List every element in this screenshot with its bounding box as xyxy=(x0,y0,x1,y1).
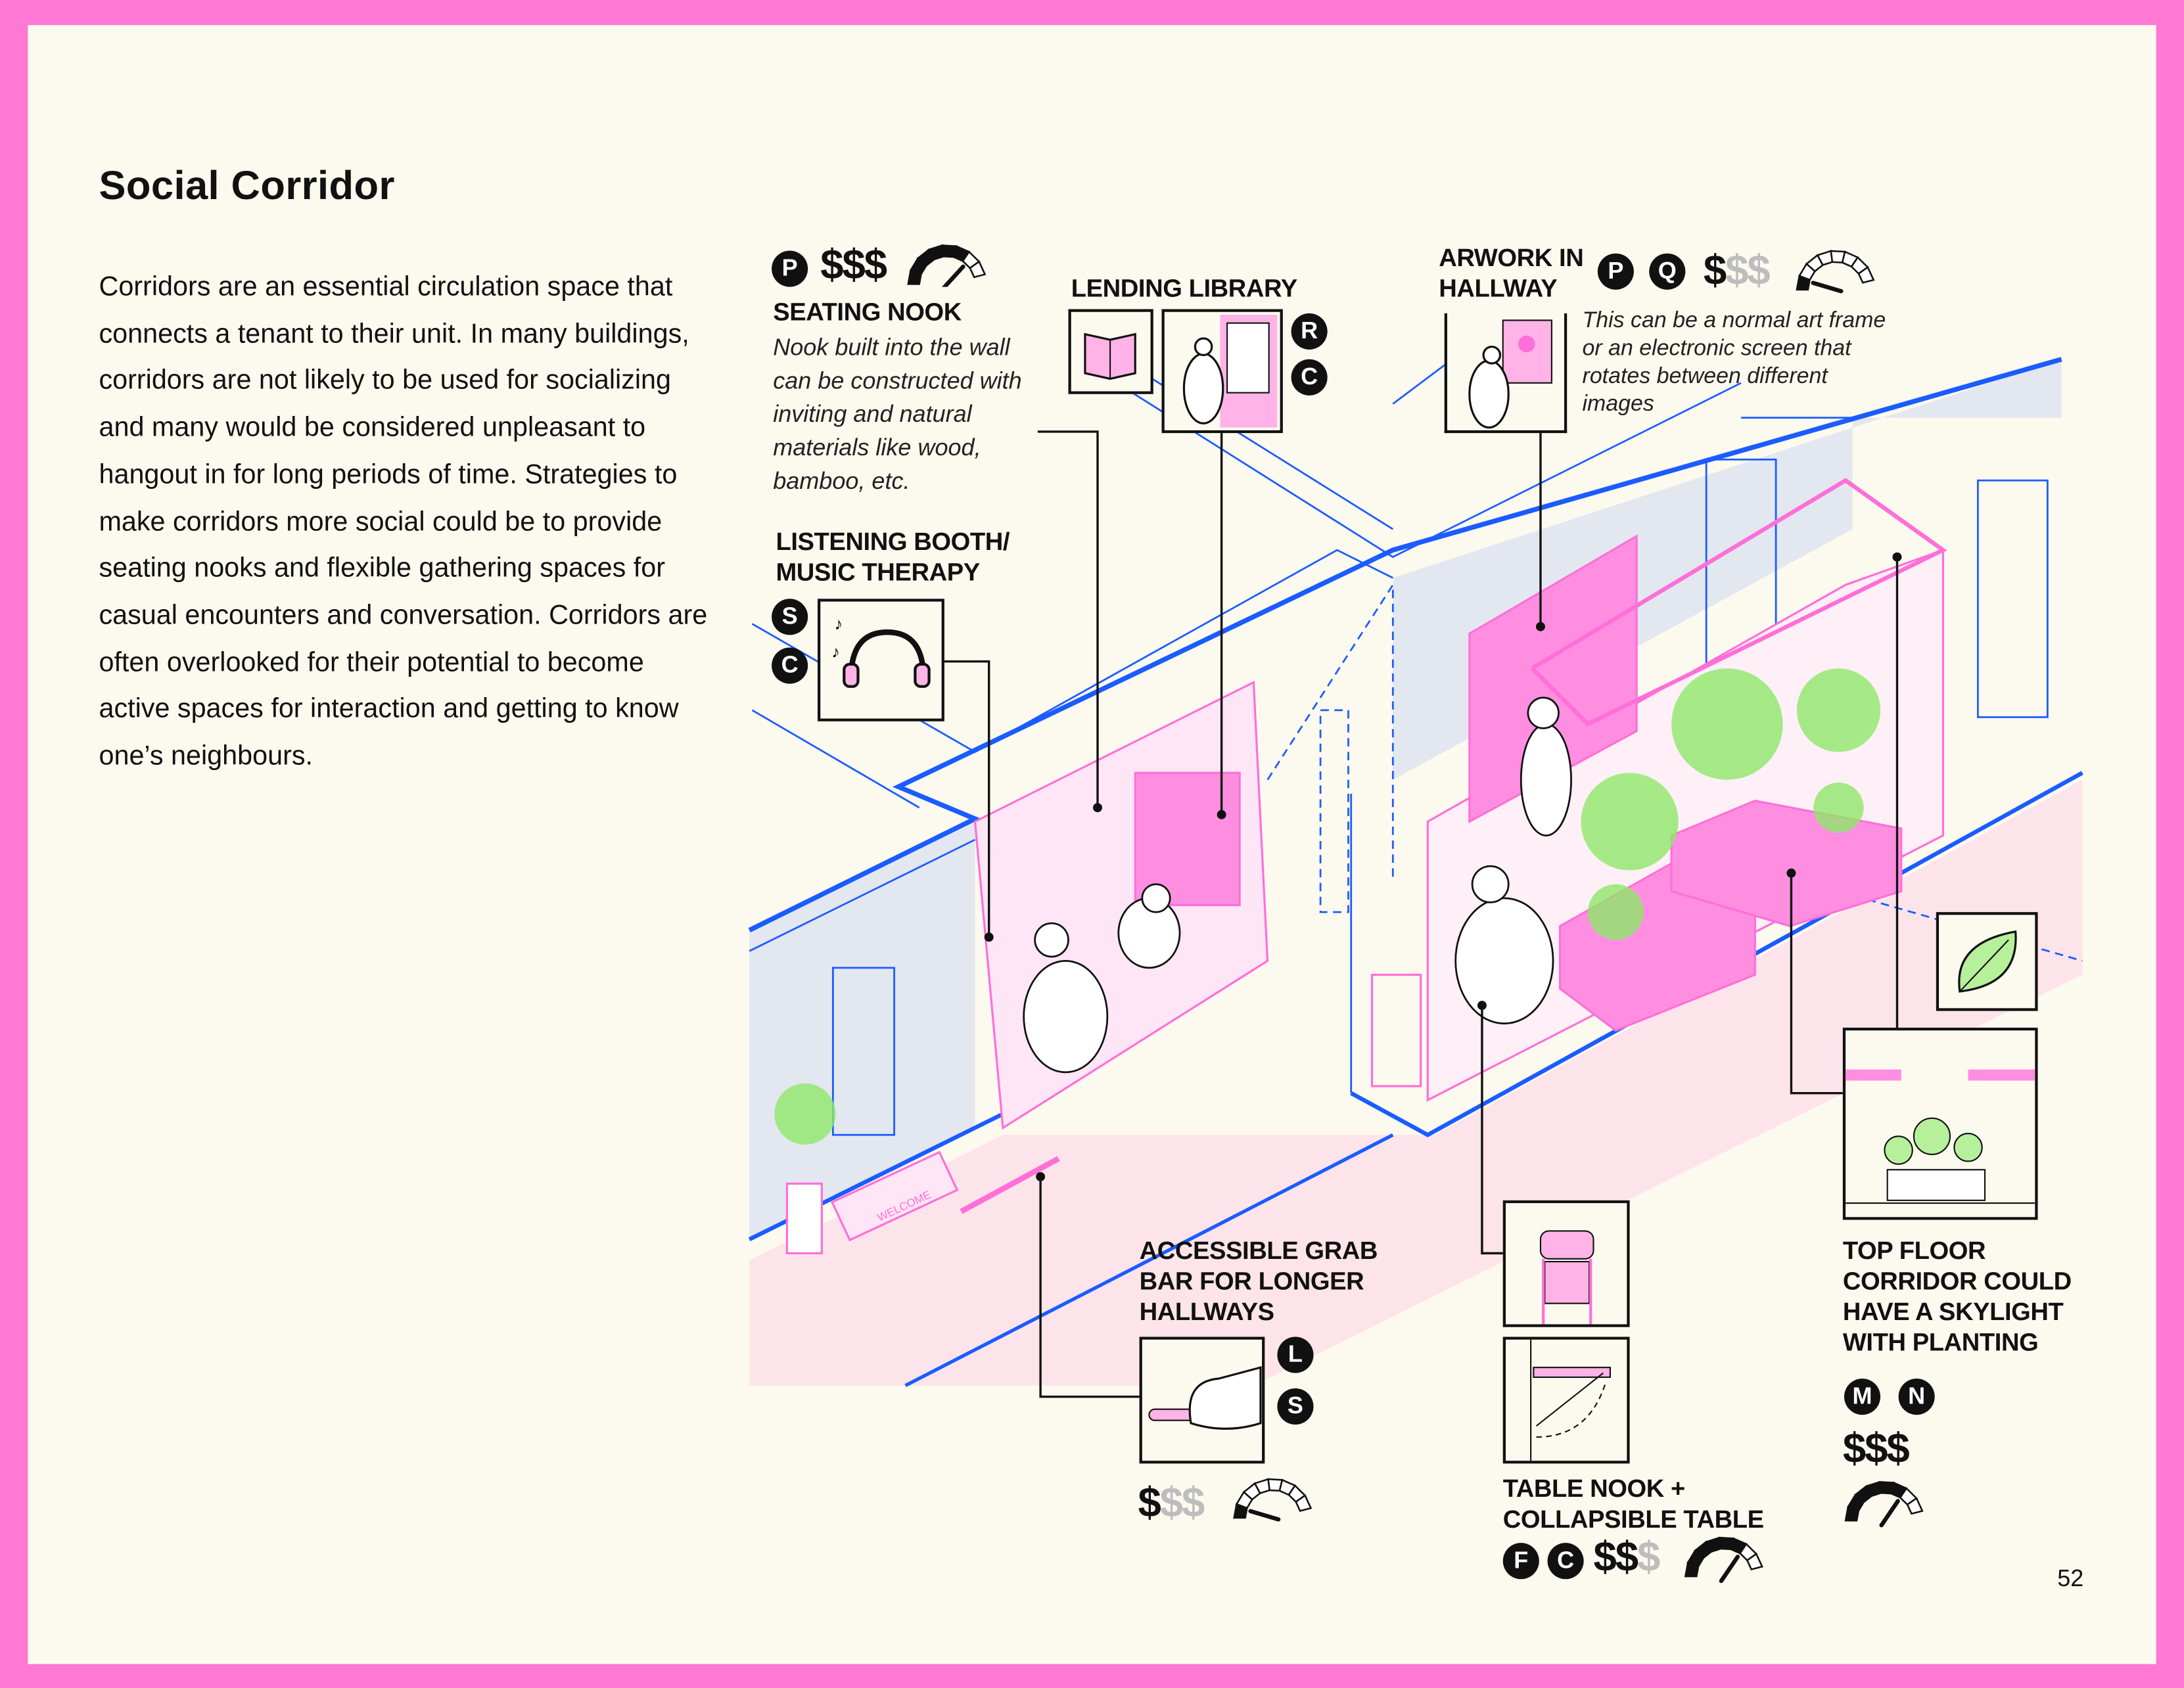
skylight-title-line2: CORRIDOR COULD xyxy=(1842,1267,2072,1295)
badge-p: P xyxy=(772,250,808,287)
leader-lines xyxy=(942,430,1902,1398)
gauge-needle xyxy=(1248,1509,1281,1522)
skylight-frame xyxy=(1530,478,1947,727)
artwork-description: This can be a normal art frame or an ele… xyxy=(1582,309,1886,417)
dollar-filled-icon: $ xyxy=(820,242,843,288)
collapsible-table-icon xyxy=(1502,1336,1630,1464)
book-icon xyxy=(1068,309,1153,394)
badge-r: R xyxy=(1291,313,1328,350)
svg-text:♪: ♪ xyxy=(834,615,843,633)
badge-q: Q xyxy=(1649,253,1686,290)
gauge-needle xyxy=(1811,281,1844,294)
table-nook-title-line1: TABLE NOOK + xyxy=(1502,1474,1686,1503)
leaf-icon xyxy=(1936,912,2038,1011)
gauge-segment xyxy=(1857,265,1875,284)
badge-f: F xyxy=(1502,1543,1539,1580)
table-nook-title-line2: COLLAPSIBLE TABLE xyxy=(1502,1505,1764,1534)
people xyxy=(1023,696,1572,1074)
badge-s: S xyxy=(772,599,808,635)
artwork-title-line2: HALLWAY xyxy=(1439,274,1558,302)
cost-rating: $$$ xyxy=(820,242,887,288)
gauge-needle xyxy=(1719,1555,1740,1584)
dollar-empty-icon: $ xyxy=(1747,248,1770,294)
dollar-filled-icon: $ xyxy=(1865,1426,1888,1472)
door-left xyxy=(831,967,895,1136)
gauge-needle xyxy=(1879,1499,1900,1528)
badge-c: C xyxy=(1291,359,1328,396)
badge-m: M xyxy=(1844,1379,1881,1415)
grab-bar-icon xyxy=(1139,1336,1265,1464)
grab-bar-title-line3: HALLWAYS xyxy=(1139,1298,1274,1326)
gauge-segment xyxy=(1906,1497,1924,1515)
dollar-filled-icon: $ xyxy=(864,242,887,288)
dollar-empty-icon: $ xyxy=(1637,1534,1660,1581)
gauge-segment xyxy=(969,260,987,279)
corridor-floor xyxy=(749,779,2083,1386)
page-title: Social Corridor xyxy=(99,164,395,209)
gauge-segment xyxy=(1746,1553,1763,1571)
skylight-title-line3: HAVE A SKYLIGHT xyxy=(1842,1298,2064,1326)
badge-n: N xyxy=(1898,1379,1935,1415)
dollar-empty-icon: $ xyxy=(1725,248,1748,294)
dollar-filled-icon: $ xyxy=(1138,1480,1161,1526)
badge-l: L xyxy=(1277,1336,1314,1373)
effort-gauge-icon xyxy=(1796,250,1875,294)
dollar-empty-icon: $ xyxy=(1159,1480,1183,1526)
page-number: 52 xyxy=(2057,1565,2084,1592)
badge-s: S xyxy=(1277,1388,1314,1425)
seating-nook-description: Nook built into the wall can be construc… xyxy=(773,334,1022,495)
door-right xyxy=(1977,479,2049,718)
gauge-segment xyxy=(1295,1494,1313,1512)
grab-bar-title-line1: ACCESSIBLE GRAB xyxy=(1139,1236,1378,1265)
plants xyxy=(774,668,1881,1145)
dollar-filled-icon: $ xyxy=(1703,248,1727,294)
lending-library-title: LENDING LIBRARY xyxy=(1071,274,1297,302)
cost-rating: $$$ xyxy=(1593,1537,1660,1580)
listening-booth-title-line2: MUSIC THERAPY xyxy=(776,558,980,587)
skylight-title-line4: WITH PLANTING xyxy=(1842,1328,2039,1357)
cost-rating: $$$ xyxy=(1138,1480,1205,1526)
skylight-planting-icon xyxy=(1842,1028,2038,1220)
wall-top-line xyxy=(748,357,2062,933)
effort-gauge-icon xyxy=(1684,1536,1763,1584)
badge-c: C xyxy=(1547,1543,1584,1580)
dollar-filled-icon: $ xyxy=(1593,1534,1616,1581)
intro-paragraph: Corridors are an essential circulation s… xyxy=(99,271,708,772)
skylight-title-line1: TOP FLOOR xyxy=(1842,1236,1986,1265)
badge-p: P xyxy=(1597,253,1634,290)
cost-rating: $$$ xyxy=(1842,1426,1910,1472)
cost-rating: $$$ xyxy=(1703,248,1771,294)
effort-gauge-icon xyxy=(907,244,987,287)
art-screen xyxy=(1468,534,1638,824)
dollar-filled-icon: $ xyxy=(1886,1426,1909,1472)
dollar-filled-icon: $ xyxy=(1842,1426,1866,1472)
badge-c: C xyxy=(772,647,808,684)
svg-text:♪: ♪ xyxy=(831,643,840,661)
grab-bar-title-line2: BAR FOR LONGER xyxy=(1139,1267,1364,1295)
headphones-icon: ♪♪ xyxy=(818,599,944,721)
bookshelf-icon xyxy=(1161,309,1283,434)
dollar-filled-icon: $ xyxy=(1615,1534,1638,1581)
flower-pot xyxy=(785,1182,823,1254)
art-viewer-icon xyxy=(1444,313,1568,434)
seating-nook-title: SEATING NOOK xyxy=(773,298,962,326)
artwork-title-line1: ARWORK IN xyxy=(1439,243,1584,272)
dollar-empty-icon: $ xyxy=(1181,1480,1205,1526)
gauge-needle xyxy=(941,264,965,287)
doormat xyxy=(830,1151,959,1242)
effort-gauge-icon xyxy=(1233,1478,1313,1522)
folding-chair-icon xyxy=(1502,1200,1630,1327)
listening-booth-title-line1: LISTENING BOOTH/ xyxy=(776,528,1010,556)
effort-gauge-icon xyxy=(1844,1480,1924,1528)
folding-chair xyxy=(1370,973,1422,1087)
dollar-filled-icon: $ xyxy=(842,242,866,288)
grab-bar xyxy=(960,1156,1060,1214)
